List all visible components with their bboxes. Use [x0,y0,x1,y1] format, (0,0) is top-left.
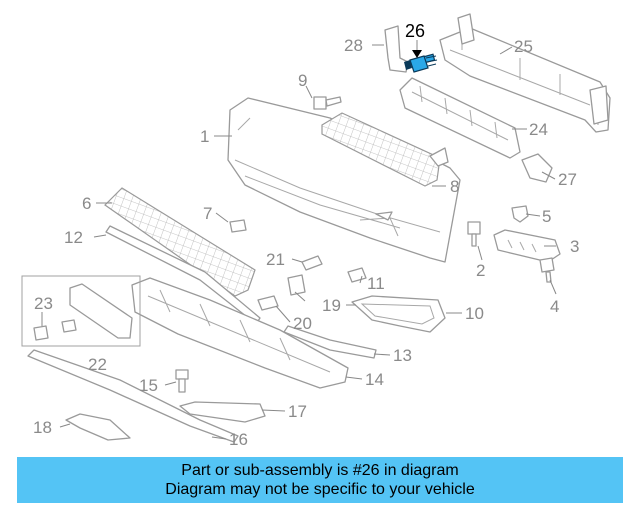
callout-22: 22 [88,355,107,374]
screw-15-part [175,369,189,393]
callout-13: 13 [393,346,412,365]
callout-26: 26 [405,21,425,41]
lower-valance-part [131,277,349,389]
trim-18-part [65,413,131,441]
callout-11: 11 [367,274,385,293]
bracket-19a-part [287,274,306,296]
callout-2: 2 [476,261,485,280]
molding-13-part [283,325,377,359]
lower-trim-part [27,349,239,443]
energy-absorber-part [399,77,521,159]
callout-24: 24 [529,120,548,139]
bracket-3-part [493,229,561,263]
banner-line-2: Diagram may not be specific to your vehi… [165,481,475,498]
upper-grille-part [321,112,449,187]
callout-21: 21 [266,250,285,269]
callout-27: 27 [558,170,577,189]
callout-labels: 28 26 25 9 24 1 8 27 6 7 5 12 3 21 2 11 … [33,21,579,449]
fastener-5-part [511,205,529,223]
callout-19: 19 [322,296,341,315]
fastener-4-part [539,257,555,283]
callout-7: 7 [203,204,212,223]
callout-23: 23 [34,294,53,313]
callout-3: 3 [570,237,579,256]
license-bracket-group [21,275,141,347]
callout-18: 18 [33,418,52,437]
callout-15: 15 [139,376,158,395]
callout-10: 10 [465,304,484,323]
molding-12-part [105,225,261,325]
banner-line-1: Part or sub-assembly is #26 in diagram [181,462,459,479]
callout-9: 9 [298,71,307,90]
callout-25: 25 [514,37,533,56]
callout-8: 8 [450,177,459,196]
callout-14: 14 [365,370,384,389]
clip-11-part [347,267,367,283]
callout-17: 17 [288,402,307,421]
callout-28: 28 [344,36,363,55]
trim-17-part [179,401,266,423]
info-banner: Part or sub-assembly is #26 in diagram D… [17,457,623,503]
callout-1: 1 [200,127,209,146]
callout-12: 12 [64,228,83,247]
clip-20-part [257,295,279,311]
fog-lamp-bezel-part [351,295,446,333]
callout-6: 6 [82,194,91,213]
reinforcement-bar-part [439,13,611,133]
callout-16: 16 [229,430,248,449]
fastener-2-part [467,221,481,247]
clip-7-part [229,219,247,233]
leader-lines [41,40,557,440]
callout-4: 4 [550,297,559,316]
screw-9-part [313,96,342,110]
bolt-26-highlighted [404,53,438,73]
callout-20: 20 [293,314,312,333]
callout-5: 5 [542,207,551,226]
small-bracket-part [521,153,553,183]
parts-diagram: 28 26 25 9 24 1 8 27 6 7 5 12 3 21 2 11 … [21,13,611,449]
clip-21-part [301,255,323,271]
